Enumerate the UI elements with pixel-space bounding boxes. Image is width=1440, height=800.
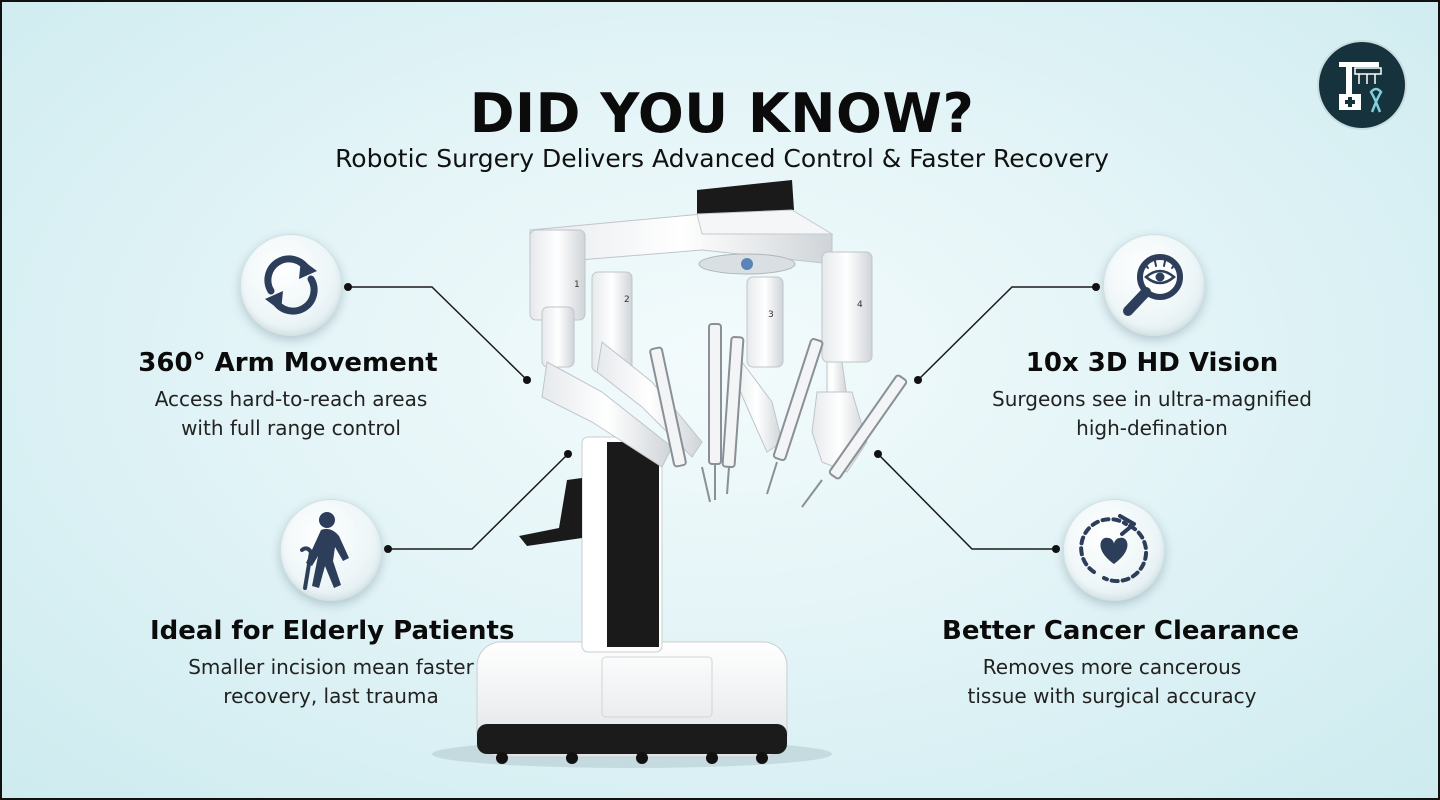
svg-text:1: 1: [574, 280, 580, 290]
feature-description-line: recovery, last trauma: [223, 684, 439, 708]
feature-description: Access hard-to-reach areas with full ran…: [116, 385, 466, 443]
feature-description-line: Access hard-to-reach areas: [154, 387, 428, 411]
feature-icon-bubble: [1063, 499, 1165, 601]
feature-description: Smaller incision mean faster recovery, l…: [146, 653, 516, 711]
feature-description-line: Removes more cancerous: [982, 655, 1242, 679]
magnifier-eye-icon: [1123, 254, 1183, 316]
feature-icon-bubble: [1103, 234, 1205, 336]
rotate-arrows-icon: [264, 255, 318, 315]
svg-text:3: 3: [768, 310, 774, 320]
heart-cycle-icon: [1079, 514, 1149, 584]
feature-description-line: Surgeons see in ultra-magnified: [992, 387, 1312, 411]
feature-title: Ideal for Elderly Patients: [150, 616, 515, 646]
brand-logo: [1317, 40, 1407, 130]
feature-description-line: Smaller incision mean faster: [188, 655, 474, 679]
feature-description: Surgeons see in ultra-magnified high-def…: [962, 385, 1342, 443]
page-title: DID YOU KNOW?: [469, 82, 975, 145]
feature-title: Better Cancer Clearance: [942, 616, 1299, 646]
feature-description-line: high-defination: [1076, 416, 1228, 440]
page-subtitle: Robotic Surgery Delivers Advanced Contro…: [335, 144, 1109, 173]
elderly-person-icon: [300, 512, 349, 590]
svg-text:4: 4: [857, 300, 863, 310]
feature-description: Removes more cancerous tissue with surgi…: [932, 653, 1292, 711]
feature-icon-bubble: [240, 234, 342, 336]
feature-description-line: with full range control: [181, 416, 401, 440]
robot-cross-logo-icon: [1339, 62, 1383, 113]
feature-description-line: tissue with surgical accuracy: [967, 684, 1257, 708]
feature-icon-bubble: [280, 499, 382, 601]
feature-title: 10x 3D HD Vision: [1025, 348, 1279, 378]
feature-title: 360° Arm Movement: [138, 348, 438, 378]
svg-text:2: 2: [624, 295, 630, 305]
